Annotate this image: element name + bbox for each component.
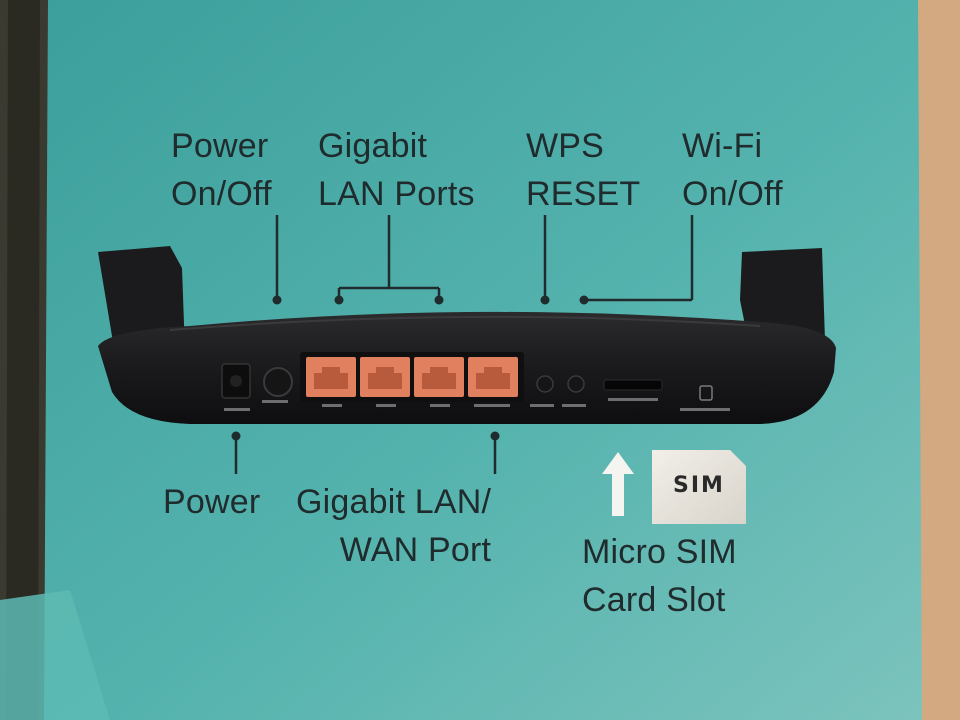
router-micro-print — [224, 398, 730, 411]
power-jack-pin — [230, 375, 242, 387]
worn-corner — [0, 590, 110, 720]
ethernet-port-lan — [414, 357, 464, 397]
label-wps-reset: WPS RESET — [526, 122, 640, 218]
ethernet-port-socket — [422, 367, 456, 389]
label-power-onoff-line2: On/Off — [171, 175, 272, 213]
ethernet-ports — [306, 357, 518, 397]
ethernet-port-socket — [476, 367, 510, 389]
label-wps-reset-line1: WPS — [526, 127, 605, 165]
label-lan-wan-line2: WAN Port — [339, 531, 492, 569]
up-arrow-icon — [602, 452, 634, 516]
pointer-lines — [234, 215, 694, 474]
label-lan-wan-line1: Gigabit LAN/ — [296, 483, 492, 521]
ethernet-port-lan — [360, 357, 410, 397]
label-wifi-onoff-line1: Wi-Fi — [682, 127, 763, 165]
sim-slot — [603, 379, 663, 391]
label-power-onoff-line1: Power — [171, 127, 269, 165]
sim-card-text: SIM — [673, 473, 725, 498]
wifi-button — [567, 375, 585, 393]
ethernet-port-lan — [306, 357, 356, 397]
power-button — [263, 367, 293, 397]
sim-card-illustration — [652, 450, 746, 524]
antenna-port-icon — [699, 385, 713, 401]
wood-edge — [915, 0, 960, 720]
label-gigabit-lan-ports-line2: LAN Ports — [318, 175, 475, 213]
label-micro-sim-card-slot: Micro SIM Card Slot — [582, 528, 737, 624]
ethernet-port-lan-wan — [468, 357, 518, 397]
label-gigabit-lan-wan-port: Gigabit LAN/ WAN Port — [296, 478, 491, 574]
ethernet-port-socket — [314, 367, 348, 389]
label-micro-sim-line1: Micro SIM — [582, 533, 737, 571]
label-wifi-onoff: Wi-Fi On/Off — [682, 122, 783, 218]
label-gigabit-lan-ports-line1: Gigabit — [318, 127, 428, 165]
label-power-onoff: Power On/Off — [171, 122, 272, 218]
label-power: Power — [163, 483, 261, 521]
label-gigabit-lan-ports: Gigabit LAN Ports — [318, 122, 475, 218]
ethernet-port-socket — [368, 367, 402, 389]
router-top-edge — [169, 315, 761, 331]
label-micro-sim-line2: Card Slot — [582, 581, 726, 619]
label-wifi-onoff-line2: On/Off — [682, 175, 783, 213]
box-flap — [6, 0, 40, 720]
wps-reset-button — [536, 375, 554, 393]
label-wps-reset-line2: RESET — [526, 175, 641, 213]
pointer-dots — [231, 295, 589, 441]
